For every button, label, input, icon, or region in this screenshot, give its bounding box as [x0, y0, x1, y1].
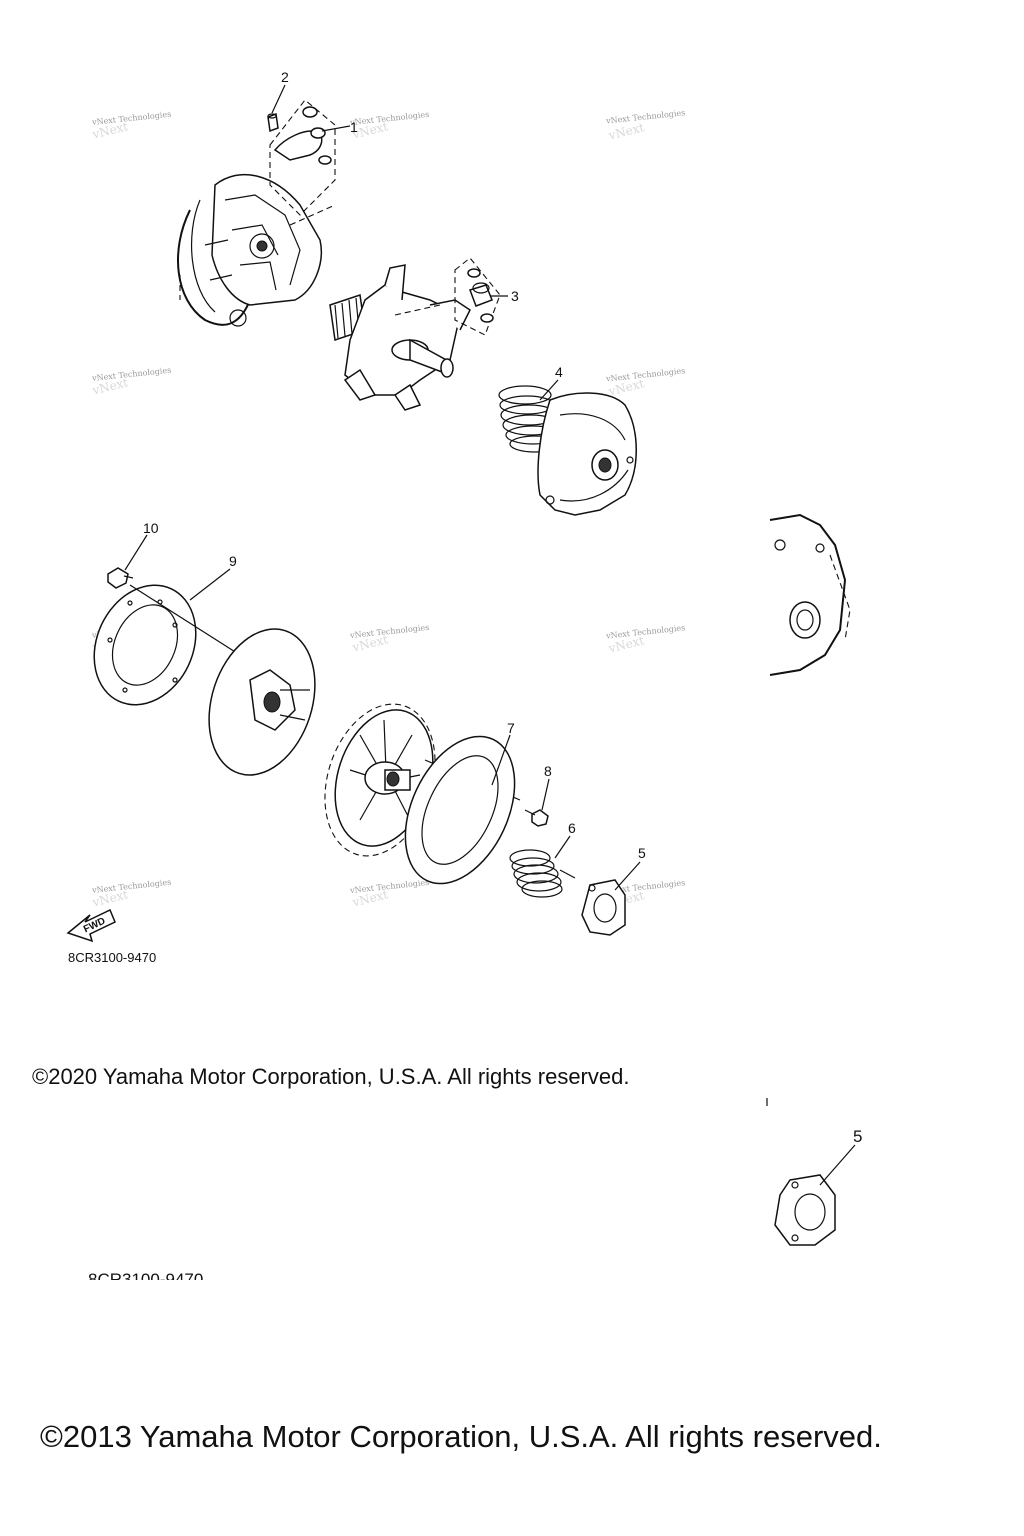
part-5-cam	[581, 879, 626, 936]
part-10-bolt	[107, 567, 134, 589]
callout-9: 9	[189, 553, 237, 601]
callout-3: 3	[490, 288, 519, 304]
part-1-weight	[269, 99, 336, 216]
svg-text:vNext Technologies: vNext Technologies	[605, 366, 686, 383]
assembly-line	[129, 584, 241, 656]
callout-5-duplicate: 5	[819, 1127, 862, 1186]
svg-text:vNext Technologies: vNext Technologies	[349, 623, 430, 640]
svg-text:9: 9	[229, 553, 237, 569]
svg-text:8: 8	[544, 763, 552, 779]
sheave-disk	[208, 628, 316, 776]
fixed-sheave	[177, 173, 336, 327]
callout-8: 8	[541, 763, 552, 811]
svg-text:vNext Technologies: vNext Technologies	[91, 878, 172, 895]
fwd-arrow-icon: FWD	[66, 908, 116, 943]
part-9-plate	[93, 584, 197, 706]
callout-4: 4	[539, 364, 563, 401]
svg-text:vNext Technologies: vNext Technologies	[349, 878, 430, 895]
svg-text:5: 5	[638, 845, 646, 861]
callouts: 1 2 3 4 5 6 7 8	[124, 69, 862, 1186]
part-6-spring	[509, 849, 576, 898]
diagram-part-code: 8CR3100-9470	[68, 950, 157, 965]
svg-text:2: 2	[281, 69, 289, 85]
svg-text:vNext Technologies: vNext Technologies	[605, 108, 686, 125]
svg-text:10: 10	[143, 520, 159, 536]
partial-cover-right	[769, 513, 851, 676]
svg-text:vNext Technologies: vNext Technologies	[91, 366, 172, 383]
callout-5: 5	[614, 845, 646, 891]
part-5-cam-duplicate	[774, 1174, 836, 1246]
copyright-2013: ©2013 Yamaha Motor Corporation, U.S.A. A…	[40, 1419, 882, 1454]
svg-text:5: 5	[853, 1127, 862, 1146]
svg-text:6: 6	[568, 820, 576, 836]
svg-text:vNext Technologies: vNext Technologies	[605, 623, 686, 640]
part-3-rollers	[454, 257, 501, 336]
part-7-plate	[404, 735, 516, 885]
svg-text:3: 3	[511, 288, 519, 304]
callout-6: 6	[554, 820, 576, 859]
svg-text:7: 7	[507, 720, 515, 736]
part-8-bolt	[524, 809, 549, 827]
spring-cap	[537, 392, 637, 516]
callout-1: 1	[321, 119, 358, 135]
part-2-pin	[267, 112, 279, 133]
callout-7: 7	[491, 720, 515, 786]
svg-text:vNext Technologies: vNext Technologies	[349, 110, 430, 127]
callout-2: 2	[271, 69, 289, 114]
svg-text:4: 4	[555, 364, 563, 380]
spider-shaft	[329, 264, 471, 411]
copyright-2020: ©2020 Yamaha Motor Corporation, U.S.A. A…	[32, 1064, 630, 1089]
svg-text:1: 1	[350, 119, 358, 135]
ghost-part-code: 8CR3100-9470	[88, 1270, 204, 1280]
callout-10: 10	[124, 520, 159, 571]
svg-text:vNext Technologies: vNext Technologies	[91, 110, 172, 127]
